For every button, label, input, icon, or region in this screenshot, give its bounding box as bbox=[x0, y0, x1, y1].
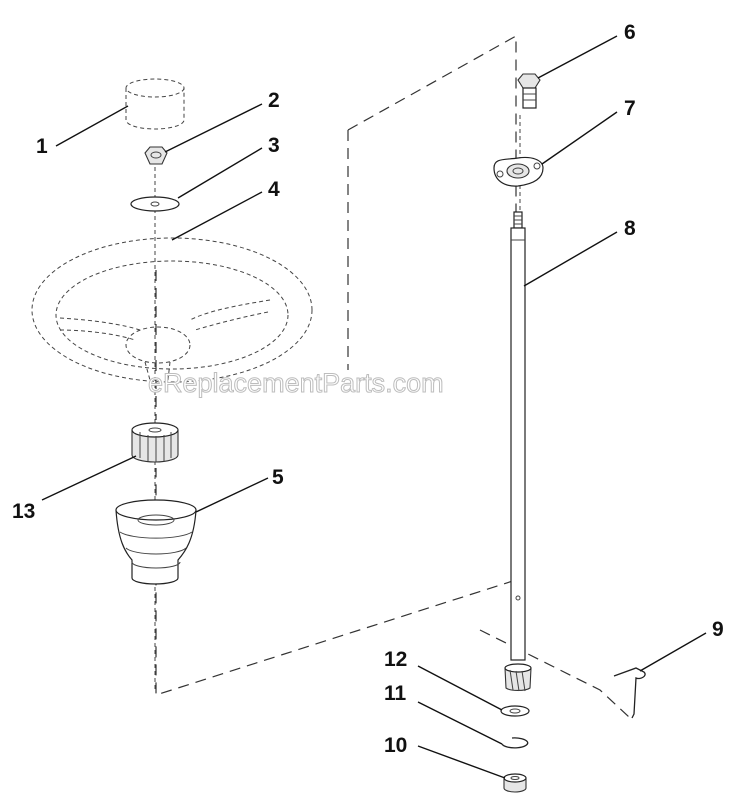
leader-9 bbox=[639, 632, 707, 672]
pinion-gear-part bbox=[504, 663, 532, 692]
callout-labels: 1 2 3 4 5 6 7 8 9 10 11 12 13 bbox=[12, 21, 724, 757]
callout-1: 1 bbox=[36, 135, 48, 158]
cap-part bbox=[125, 78, 185, 130]
leader-8 bbox=[523, 231, 618, 287]
leader-11 bbox=[417, 701, 503, 745]
washer-part bbox=[130, 196, 180, 212]
retaining-ring-part bbox=[501, 737, 529, 749]
callout-12: 12 bbox=[384, 648, 407, 671]
leader-lines bbox=[41, 35, 707, 779]
leader-10 bbox=[417, 745, 506, 779]
leader-13 bbox=[41, 455, 137, 501]
leader-7 bbox=[541, 111, 618, 165]
leader-4 bbox=[171, 191, 263, 241]
callout-4: 4 bbox=[268, 178, 280, 201]
shaft-washer-part bbox=[500, 705, 530, 717]
callout-8: 8 bbox=[624, 217, 636, 240]
adapter-part bbox=[131, 422, 179, 463]
boot-part bbox=[115, 499, 197, 585]
callout-11: 11 bbox=[384, 682, 407, 705]
callout-7: 7 bbox=[624, 97, 636, 120]
bolt-part bbox=[517, 73, 541, 109]
steering-wheel-part bbox=[31, 237, 313, 383]
leader-12 bbox=[417, 665, 503, 711]
steering-shaft-part bbox=[510, 211, 526, 661]
leader-5 bbox=[195, 477, 269, 513]
leader-1 bbox=[55, 105, 129, 147]
callout-9: 9 bbox=[712, 618, 724, 641]
callout-3: 3 bbox=[268, 134, 280, 157]
bushing-part bbox=[503, 773, 527, 793]
leader-2 bbox=[164, 103, 263, 153]
pin-part bbox=[613, 667, 646, 719]
callout-5: 5 bbox=[272, 466, 284, 489]
callout-13: 13 bbox=[12, 500, 35, 523]
leader-3 bbox=[177, 147, 263, 199]
nut-part bbox=[144, 146, 168, 165]
leader-6 bbox=[537, 35, 618, 79]
callout-6: 6 bbox=[624, 21, 636, 44]
flange-bearing-part bbox=[493, 156, 544, 187]
callout-2: 2 bbox=[268, 89, 280, 112]
watermark-text: eReplacementParts.com bbox=[148, 368, 444, 398]
callout-10: 10 bbox=[384, 734, 407, 757]
